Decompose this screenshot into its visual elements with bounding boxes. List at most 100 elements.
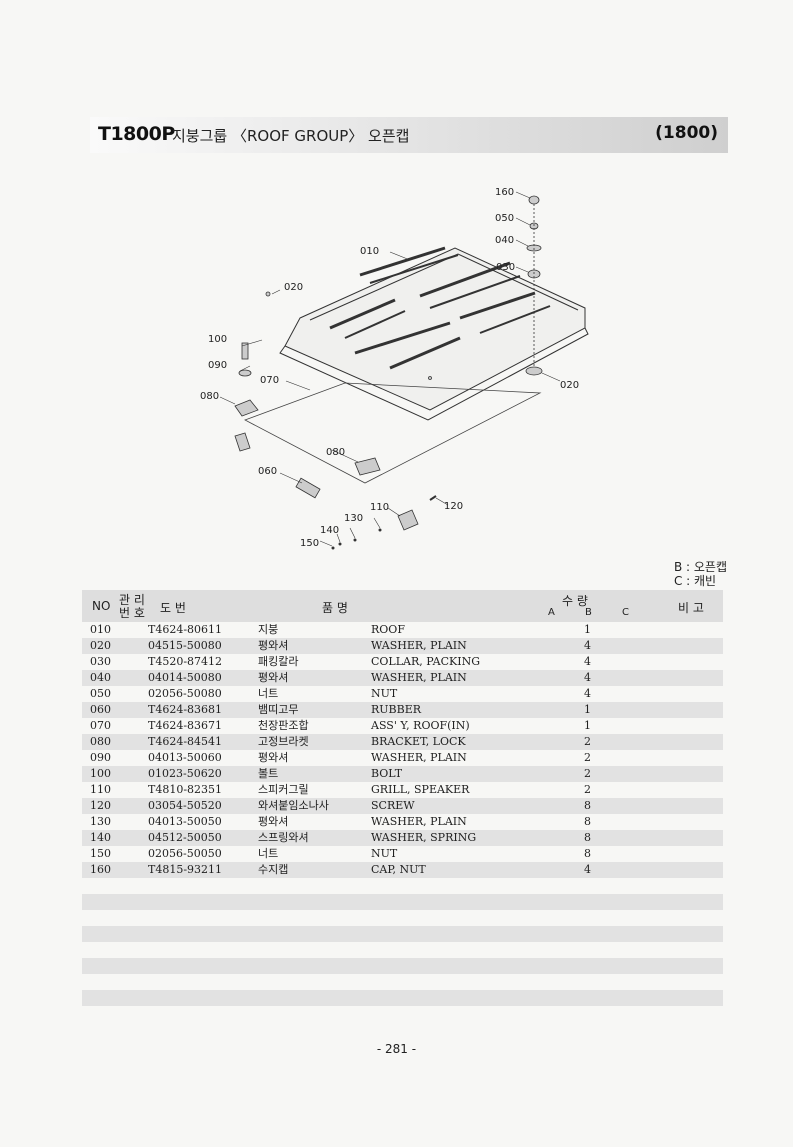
row-qty: 4 <box>584 671 591 684</box>
empty-row <box>82 990 723 1006</box>
row-name-kr: 고정브라켓 <box>258 735 309 748</box>
row-part: T4624-83671 <box>148 719 223 732</box>
col-mgmt-top: 관 리 <box>119 593 145 607</box>
row-name-kr: 평와셔 <box>258 815 289 828</box>
callout-080-left: 080 <box>200 391 219 402</box>
row-part: T4815-93211 <box>148 863 223 876</box>
fastener-stack <box>525 195 543 376</box>
legend-c: C : 캐빈 <box>673 574 717 588</box>
row-no: 020 <box>90 639 111 652</box>
row-no: 060 <box>90 703 111 716</box>
row-name-en: ROOF <box>371 623 405 636</box>
row-qty: 4 <box>584 655 591 668</box>
row-qty: 2 <box>584 767 591 780</box>
row-no: 130 <box>90 815 111 828</box>
row-part: T4624-83681 <box>148 703 223 716</box>
row-name-en: NUT <box>371 687 398 700</box>
inner-roof-sheet <box>244 382 542 484</box>
row-part: T4520-87412 <box>148 655 223 668</box>
roof-panel <box>279 246 589 421</box>
row-name-kr: 수지캡 <box>258 863 289 876</box>
row-no: 030 <box>90 655 111 668</box>
row-name-en: SCREW <box>371 799 415 812</box>
col-mgmt-bottom: 번 호 <box>119 606 145 620</box>
row-name-en: WASHER, PLAIN <box>371 815 467 828</box>
row-no: 120 <box>90 799 111 812</box>
callout-130: 130 <box>344 513 363 524</box>
row-part: T4624-80611 <box>148 623 223 636</box>
row-qty: 8 <box>584 831 591 844</box>
parts-table: 010 T4624-80611 지붕 ROOF 1 020 04515-50080 평와셔 W… <box>82 622 723 878</box>
table-row: 020 04515-50080 평와셔 WASHER, PLAIN 4 <box>82 638 723 654</box>
row-part: 04013-50050 <box>148 815 222 828</box>
empty-row <box>82 894 723 910</box>
row-part: 01023-50620 <box>148 767 222 780</box>
row-part: 04515-50080 <box>148 639 222 652</box>
callout-050: 050 <box>495 213 514 224</box>
row-no: 010 <box>90 623 111 636</box>
callout-080-bottom: 080 <box>326 447 345 458</box>
callout-120: 120 <box>444 501 463 512</box>
row-name-kr: 스피커그릴 <box>258 783 309 796</box>
row-name-kr: 천장판조합 <box>258 719 309 732</box>
row-name-en: WASHER, PLAIN <box>371 671 467 684</box>
col-drawing: 도 번 <box>160 601 186 615</box>
row-name-en: WASHER, PLAIN <box>371 639 467 652</box>
row-name-kr: 너트 <box>258 847 279 860</box>
row-no: 150 <box>90 847 111 860</box>
callout-030: 030 <box>496 262 515 273</box>
row-name-en: COLLAR, PACKING <box>371 655 480 668</box>
row-name-kr: 평와셔 <box>258 751 289 764</box>
row-part: 04512-50050 <box>148 831 222 844</box>
row-name-kr: 평와셔 <box>258 639 289 652</box>
table-row: 030 T4520-87412 패킹칼라 COLLAR, PACKING 4 <box>82 654 723 670</box>
callout-100: 100 <box>208 334 227 345</box>
col-remark: 비 고 <box>678 601 704 615</box>
row-name-en: CAP, NUT <box>371 863 426 876</box>
row-no: 070 <box>90 719 111 732</box>
row-no: 160 <box>90 863 111 876</box>
col-qty-a: A <box>548 607 555 618</box>
bolt-assembly <box>234 291 432 531</box>
col-qty-b: B <box>585 607 592 618</box>
callout-020-top: 020 <box>284 282 303 293</box>
page-number: - 281 - <box>376 1042 417 1056</box>
row-no: 080 <box>90 735 111 748</box>
row-name-en: BRACKET, LOCK <box>371 735 466 748</box>
row-qty: 2 <box>584 735 591 748</box>
empty-row <box>82 958 723 974</box>
group-title: 지붕그룹 〈ROOF GROUP〉 오픈캡 <box>172 127 410 145</box>
row-part: 02056-50080 <box>148 687 222 700</box>
row-name-kr: 와셔붙임소나사 <box>258 799 329 812</box>
row-qty: 8 <box>584 847 591 860</box>
row-qty: 8 <box>584 799 591 812</box>
row-name-en: WASHER, PLAIN <box>371 751 467 764</box>
row-name-kr: 스프링와셔 <box>258 831 309 844</box>
row-name-en: NUT <box>371 847 398 860</box>
row-qty: 2 <box>584 783 591 796</box>
callout-160: 160 <box>495 187 514 198</box>
row-qty: 1 <box>584 719 591 732</box>
row-name-en: GRILL, SPEAKER <box>371 783 470 796</box>
row-name-kr: 지붕 <box>258 623 279 636</box>
row-part: 02056-50050 <box>148 847 222 860</box>
row-part: 04014-50080 <box>148 671 222 684</box>
row-qty: 1 <box>584 703 591 716</box>
row-qty: 4 <box>584 639 591 652</box>
row-no: 110 <box>90 783 111 796</box>
row-name-kr: 패킹칼라 <box>258 655 299 668</box>
row-no: 050 <box>90 687 111 700</box>
col-qty-c: C <box>622 607 629 618</box>
row-name-kr: 뱀띠고무 <box>258 703 299 716</box>
row-no: 140 <box>90 831 111 844</box>
callout-070: 070 <box>260 375 279 386</box>
